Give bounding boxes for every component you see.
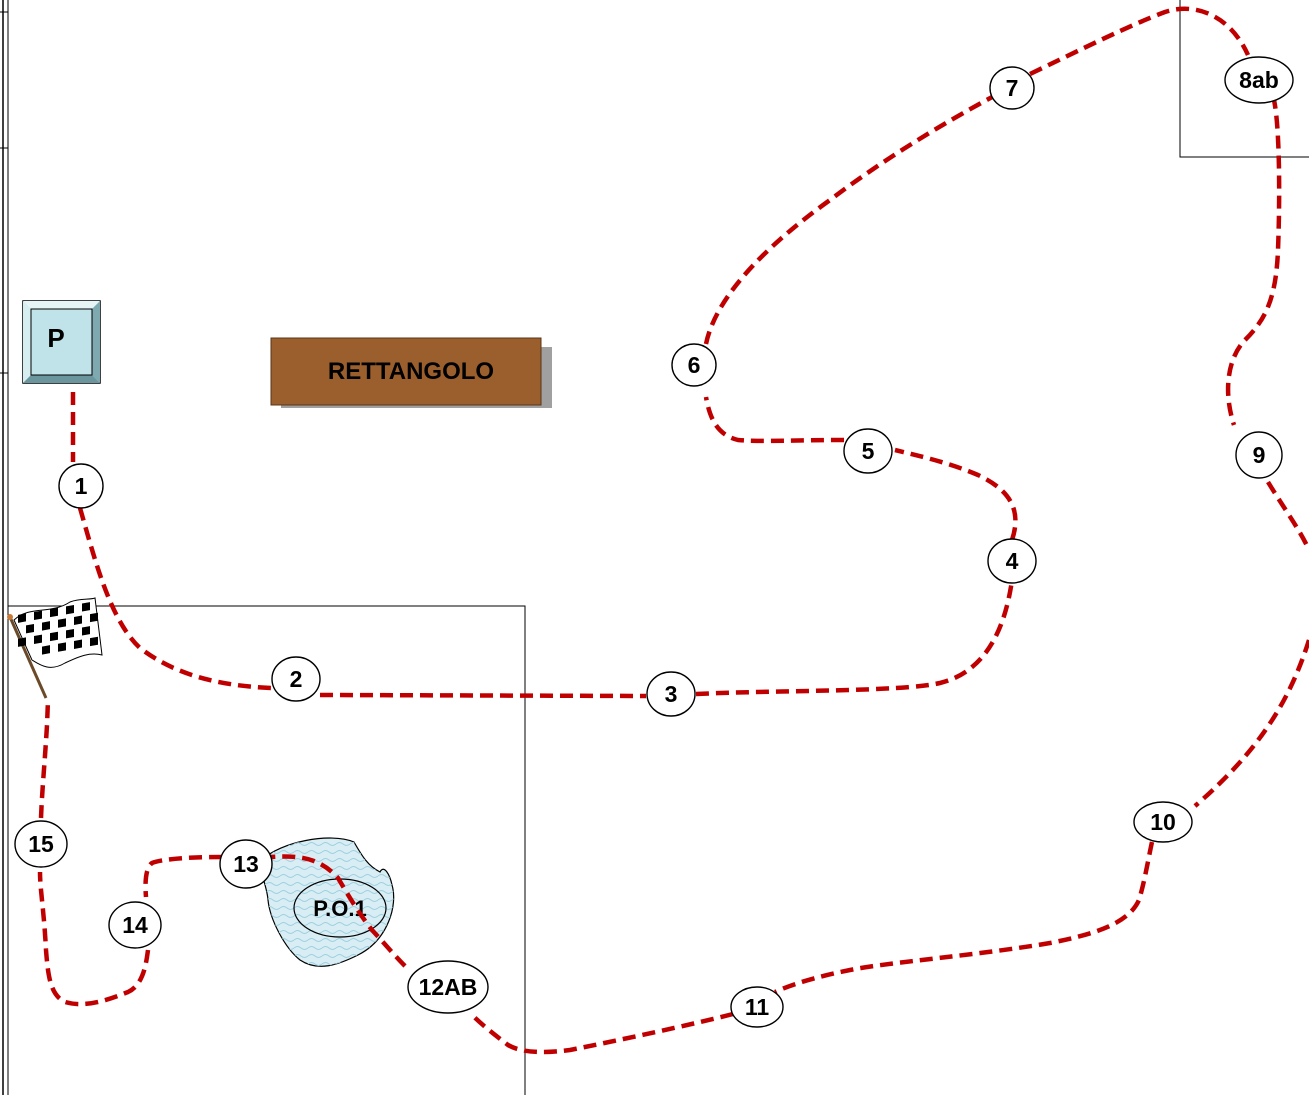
checkpoint-circle	[271, 656, 321, 702]
checkpoint-circle	[671, 343, 717, 387]
checkpoint-6: 6	[671, 343, 717, 387]
checkpoint-label: 5	[862, 438, 875, 464]
checkpoint-label: 3	[665, 681, 678, 707]
checkpoints: 1 2 3 4 5 6 7 8ab 9 10 11 12AB 13 14 15	[14, 56, 1294, 1028]
checkpoint-4: 4	[987, 538, 1037, 584]
checkpoint-circle	[108, 901, 162, 949]
checkpoint-label: 7	[1006, 75, 1019, 101]
checkpoint-12ab: 12AB	[407, 960, 489, 1014]
checkpoint-2: 2	[271, 656, 321, 702]
checkpoint-11: 11	[730, 986, 784, 1028]
checkpoint-label: 6	[688, 352, 701, 378]
checkpoint-circle	[989, 66, 1035, 110]
checkpoint-1: 1	[58, 463, 104, 509]
route-path	[37, 6, 1309, 1055]
finish-flag-icon	[7, 597, 103, 699]
zone-frame-top-right	[1179, 0, 1309, 158]
rettangolo-label: RETTANGOLO	[328, 358, 494, 385]
checkpoint-3: 3	[646, 671, 696, 717]
checkpoint-circle	[730, 986, 784, 1028]
checkpoint-13: 13	[219, 839, 273, 889]
checkpoint-label: 4	[1006, 548, 1019, 574]
checkpoint-label: 9	[1253, 442, 1266, 468]
checkpoint-circle	[1235, 431, 1283, 479]
parking-sign: P	[22, 300, 101, 384]
checkpoint-7: 7	[989, 66, 1035, 110]
checkpoint-label: 8ab	[1239, 67, 1279, 93]
rettangolo-box: RETTANGOLO	[270, 337, 552, 408]
checkpoint-8ab: 8ab	[1224, 56, 1294, 104]
checkpoint-circle	[58, 463, 104, 509]
checkpoint-circle	[407, 960, 489, 1014]
checkpoint-circle	[1133, 801, 1193, 843]
checkpoint-circle	[646, 671, 696, 717]
checkpoint-label: 11	[745, 994, 770, 1020]
checkpoint-10: 10	[1133, 801, 1193, 843]
parking-label: P	[47, 323, 64, 353]
checkpoint-9: 9	[1235, 431, 1283, 479]
checkpoint-14: 14	[108, 901, 162, 949]
checkpoint-label: 15	[28, 831, 54, 857]
map-frame-left	[0, 0, 9, 1095]
checkpoint-label: 12AB	[419, 974, 478, 1000]
checkpoint-label: 13	[233, 851, 259, 877]
checkpoint-circle	[14, 820, 68, 868]
checkpoint-5: 5	[843, 428, 893, 474]
checkpoint-circle	[843, 428, 893, 474]
checkpoint-circle	[987, 538, 1037, 584]
checkpoint-label: 10	[1150, 809, 1176, 835]
checkpoint-15: 15	[14, 820, 68, 868]
zone-frame-lower	[8, 605, 526, 1095]
checkpoint-label: 1	[75, 473, 88, 499]
poi-label: P.O.1	[313, 896, 366, 921]
checkpoint-label: 14	[122, 912, 148, 938]
checkpoint-circle	[1224, 56, 1294, 104]
checkpoint-circle	[219, 839, 273, 889]
checkpoint-label: 2	[290, 666, 303, 692]
